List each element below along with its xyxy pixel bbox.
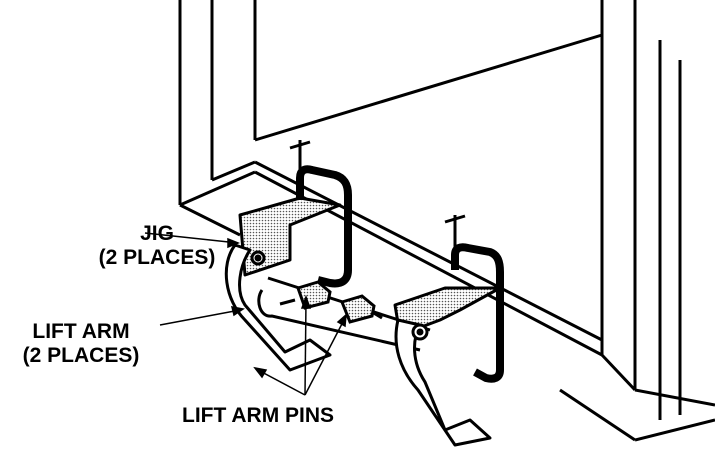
lift-arm-leader	[159, 309, 241, 326]
right-lift-arm	[394, 318, 492, 447]
left-jig	[238, 196, 342, 277]
lift-arm-label-line1: LIFT ARM	[32, 320, 130, 343]
left-lift-arm	[224, 243, 332, 372]
pin-leader-1	[304, 299, 307, 396]
lift-arm-label-line2: (2 PLACES)	[22, 344, 140, 367]
pin-leader-3	[304, 317, 346, 396]
jig-label: JIG (2 PLACES)	[96, 222, 218, 270]
right-clamp-screw	[444, 214, 466, 250]
jig-label-line2: (2 PLACES)	[98, 246, 216, 269]
lift-arm-label: LIFT ARM (2 PLACES)	[6, 320, 156, 368]
jig-label-line1: JIG	[140, 222, 174, 245]
left-c-clamp	[296, 165, 352, 288]
right-c-clamp	[451, 243, 504, 383]
jig-leader	[144, 232, 239, 244]
left-clamp-screw	[289, 140, 311, 175]
lift-arm-pins-label: LIFT ARM PINS	[182, 404, 335, 427]
pin-leader-2	[257, 369, 306, 396]
leader-lines	[144, 232, 347, 396]
